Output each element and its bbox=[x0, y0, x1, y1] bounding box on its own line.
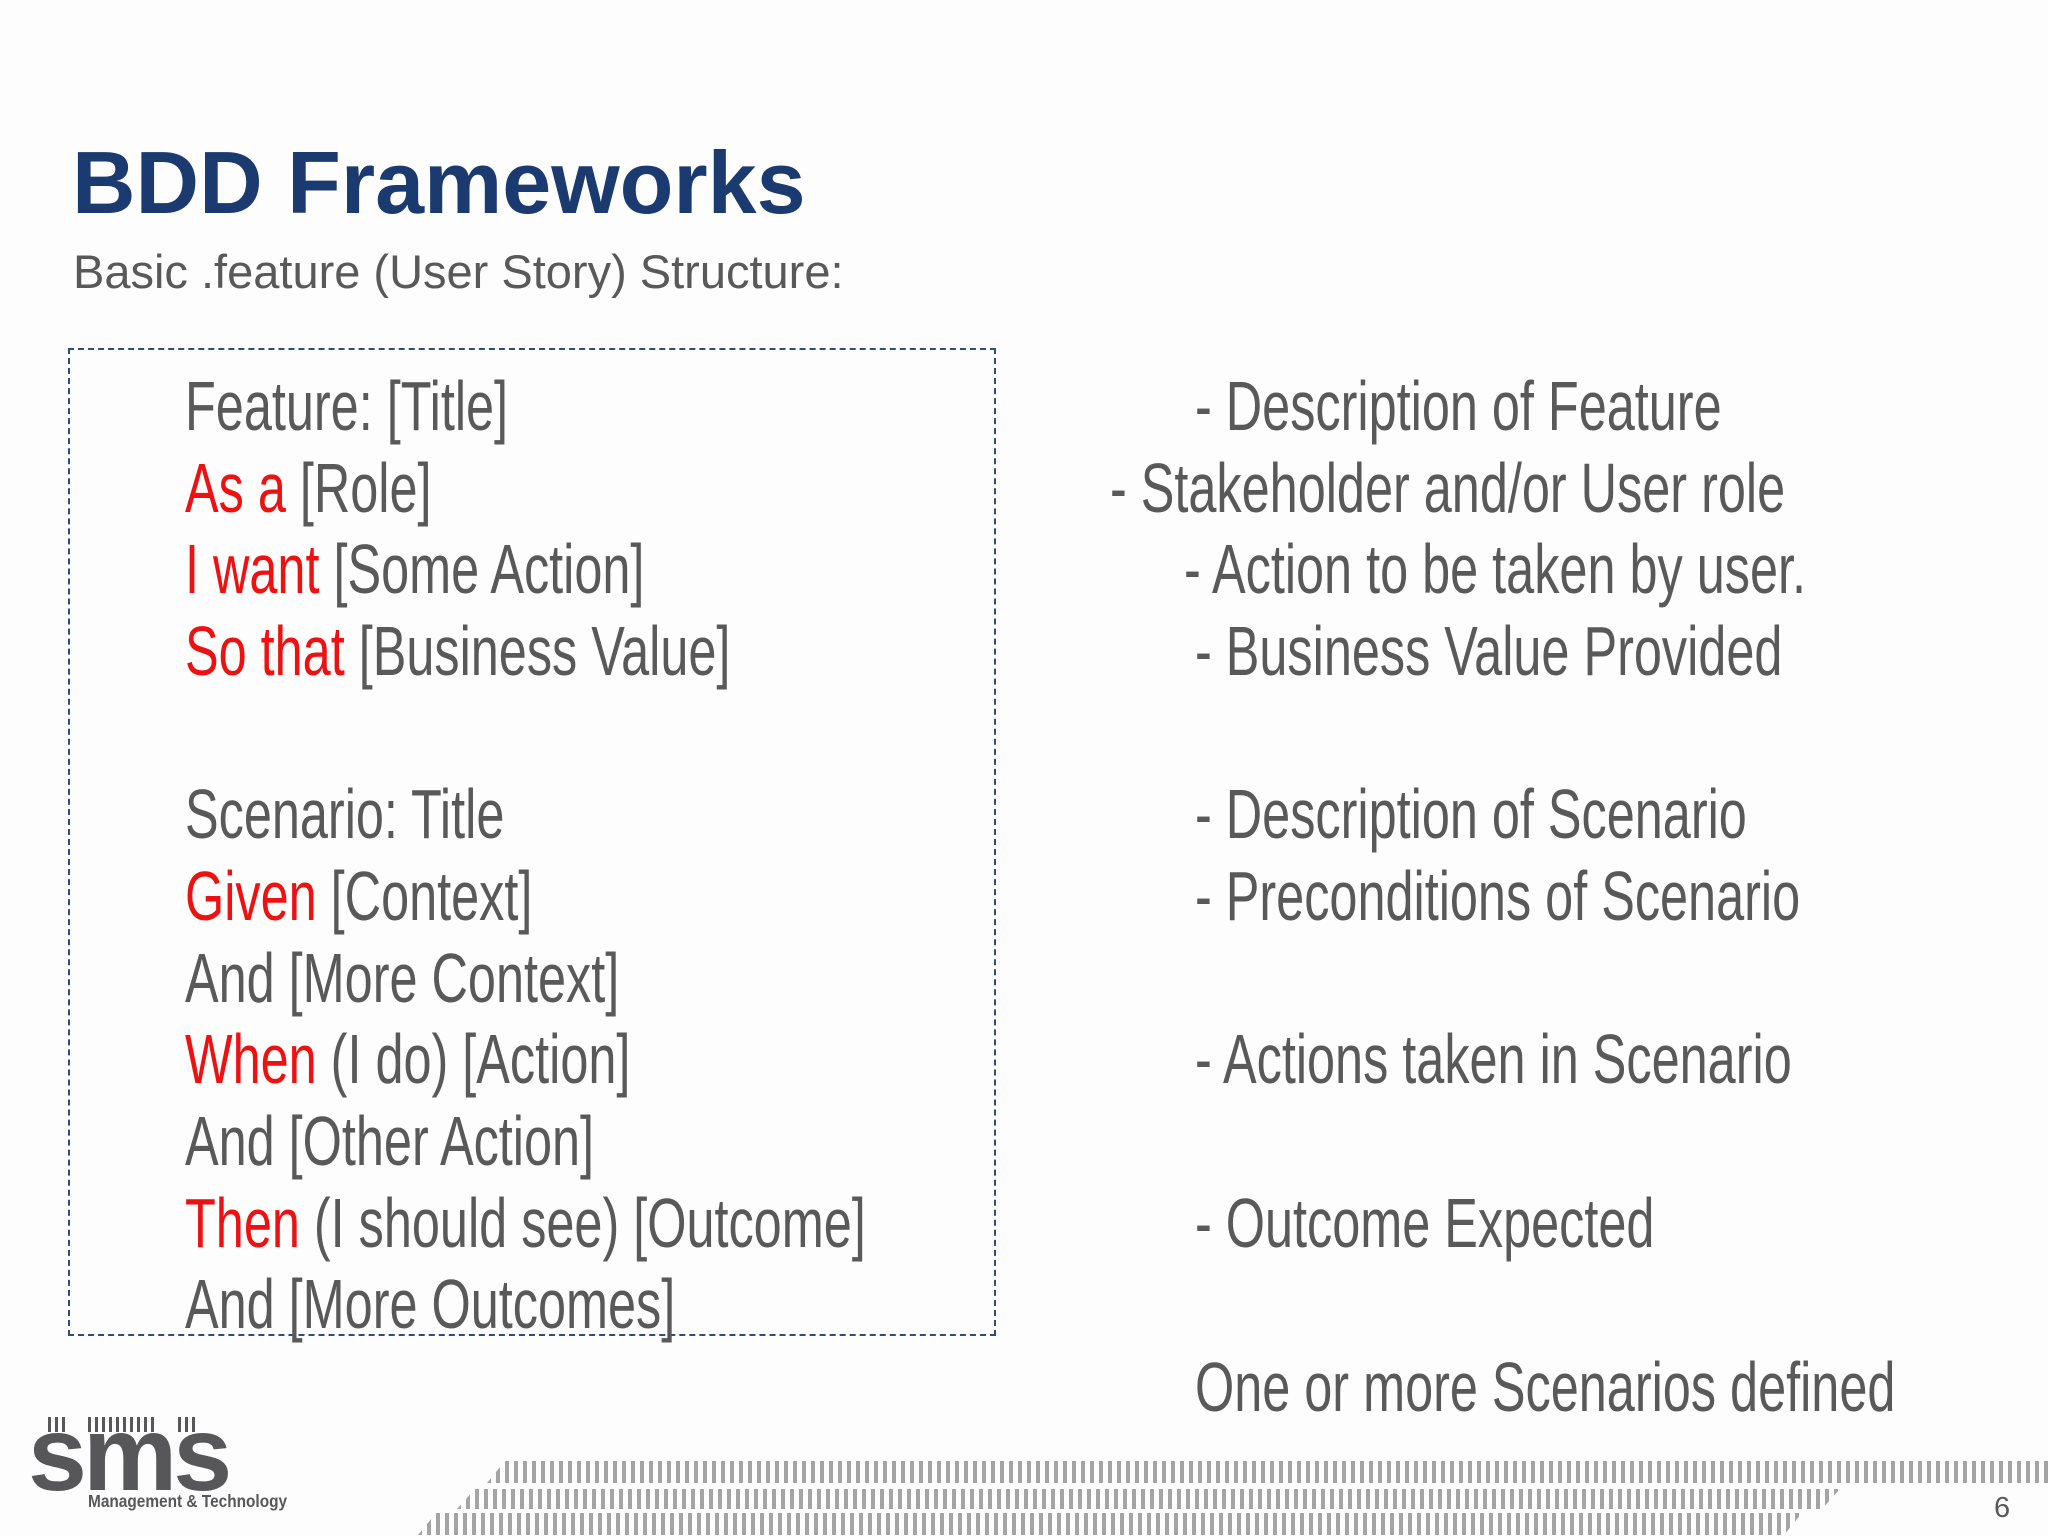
gherkin-line: Given [Context] bbox=[0, 856, 1195, 936]
gherkin-line: I want [Some Action] bbox=[0, 529, 1184, 609]
gherkin-keyword: Then bbox=[185, 1183, 300, 1262]
gherkin-line: So that [Business Value] bbox=[0, 611, 1195, 691]
gherkin-line-text: And [Other Action] bbox=[185, 1101, 594, 1181]
gherkin-keyword: As a bbox=[185, 448, 286, 527]
gherkin-line: When (I do) [Action] bbox=[0, 1019, 1195, 1099]
gherkin-placeholder: Scenario: Title bbox=[185, 775, 505, 854]
description-line: - Preconditions of Scenario bbox=[1195, 856, 2048, 936]
gherkin-placeholder: [Some Action] bbox=[319, 530, 645, 609]
slide-subtitle: Basic .feature (User Story) Structure: bbox=[73, 245, 844, 298]
gherkin-placeholder: Feature: [Title] bbox=[185, 366, 509, 445]
hatch-stripe-row-top bbox=[487, 1461, 2048, 1483]
gherkin-keyword: I want bbox=[185, 530, 320, 609]
structure-rows: Feature: [Title] - Description of Feature… bbox=[0, 365, 2048, 1345]
gherkin-placeholder: [Role] bbox=[285, 448, 432, 527]
gherkin-placeholder: [Business Value] bbox=[344, 611, 731, 690]
description-text: - Business Value Provided bbox=[1195, 611, 1783, 690]
gherkin-line: Then (I should see) [Outcome] bbox=[0, 1183, 1195, 1263]
structure-row: And [More Outcomes] bbox=[0, 1264, 2048, 1346]
gherkin-line: Feature: [Title] bbox=[0, 366, 1195, 446]
structure-row: Then (I should see) [Outcome] - Outcome E… bbox=[0, 1182, 2048, 1264]
structure-row: I want [Some Action] - Action to be taken… bbox=[0, 528, 2048, 610]
logo-tick-marks bbox=[178, 1417, 195, 1432]
gherkin-line-text: I want [Some Action] bbox=[185, 529, 644, 609]
description-text: - Preconditions of Scenario bbox=[1195, 856, 1801, 935]
structure-row: Scenario: Title - Description of Scenario bbox=[0, 773, 2048, 855]
gherkin-line: And [More Context] bbox=[0, 938, 1195, 1018]
structure-row bbox=[0, 692, 2048, 774]
logo-tick-marks bbox=[88, 1417, 157, 1432]
structure-row: Feature: [Title] - Description of Feature bbox=[0, 365, 2048, 447]
structure-row: As a [Role] - Stakeholder and/or User rol… bbox=[0, 447, 2048, 529]
structure-row: So that [Business Value] - Business Value… bbox=[0, 610, 2048, 692]
gherkin-line: Scenario: Title bbox=[0, 774, 1195, 854]
gherkin-line-text: And [More Context] bbox=[185, 938, 619, 1018]
description-text: - Description of Feature bbox=[1195, 366, 1722, 445]
gherkin-keyword: So that bbox=[185, 611, 345, 690]
gherkin-line-text: Then (I should see) [Outcome] bbox=[185, 1183, 866, 1263]
description-line: - Description of Feature bbox=[1195, 366, 2048, 446]
gherkin-placeholder: [Context] bbox=[316, 856, 533, 935]
slide-title: BDD Frameworks bbox=[72, 132, 806, 232]
gherkin-line-text: As a [Role] bbox=[185, 448, 432, 528]
logo-tick-marks bbox=[48, 1417, 66, 1432]
gherkin-placeholder: And [More Outcomes] bbox=[185, 1265, 676, 1344]
footer-note: One or more Scenarios defined bbox=[1195, 1348, 1896, 1426]
dashed-outline-box bbox=[68, 348, 996, 1336]
description-text: - Actions taken in Scenario bbox=[1195, 1020, 1792, 1099]
logo-tagline-text: Management & Technology bbox=[88, 1491, 288, 1511]
description-line: - Business Value Provided bbox=[1195, 611, 2048, 691]
gherkin-line-text: Given [Context] bbox=[185, 856, 532, 936]
structure-row: And [More Context] bbox=[0, 937, 2048, 1019]
gherkin-keyword: Given bbox=[185, 856, 317, 935]
description-line: - Stakeholder and/or User role bbox=[1110, 448, 2048, 528]
hatch-stripe-row-bottom bbox=[418, 1513, 1802, 1535]
gherkin-line: And [More Outcomes] bbox=[0, 1264, 1195, 1344]
gherkin-line-text: Scenario: Title bbox=[185, 774, 504, 854]
logo-wordmark: sms bbox=[28, 1395, 232, 1513]
structure-row: Given [Context] - Preconditions of Scenar… bbox=[0, 855, 2048, 937]
gherkin-placeholder: And [More Context] bbox=[185, 938, 620, 1017]
gherkin-line-text: Feature: [Title] bbox=[185, 366, 508, 446]
gherkin-line: As a [Role] bbox=[0, 448, 1110, 528]
structure-row: When (I do) [Action] - Actions taken in S… bbox=[0, 1019, 2048, 1101]
gherkin-placeholder: And [Other Action] bbox=[185, 1102, 595, 1181]
gherkin-line: And [Other Action] bbox=[0, 1101, 1195, 1181]
description-line: - Outcome Expected bbox=[1195, 1183, 2048, 1263]
description-text: - Stakeholder and/or User role bbox=[1110, 448, 1786, 527]
description-line: - Actions taken in Scenario bbox=[1195, 1019, 2048, 1099]
gherkin-line-text: And [More Outcomes] bbox=[185, 1264, 675, 1344]
description-text: - Action to be taken by user. bbox=[1184, 530, 1807, 609]
gherkin-line-text: So that [Business Value] bbox=[185, 611, 730, 691]
logo-tagline: Management & Technology bbox=[88, 1491, 314, 1512]
description-line: - Description of Scenario bbox=[1195, 774, 2048, 854]
description-line: - Action to be taken by user. bbox=[1184, 529, 2048, 609]
gherkin-placeholder: (I should see) [Outcome] bbox=[299, 1183, 866, 1262]
structure-row: And [Other Action] bbox=[0, 1100, 2048, 1182]
description-text: - Outcome Expected bbox=[1195, 1183, 1655, 1262]
page-number: 6 bbox=[1994, 1492, 2011, 1524]
footer-note-row: One or more Scenarios defined bbox=[1195, 1346, 2048, 1428]
gherkin-line-text: When (I do) [Action] bbox=[185, 1019, 630, 1099]
hatch-stripe-row-middle bbox=[457, 1489, 1840, 1509]
description-text: - Description of Scenario bbox=[1195, 775, 1747, 854]
gherkin-placeholder: (I do) [Action] bbox=[316, 1020, 631, 1099]
gherkin-keyword: When bbox=[185, 1020, 317, 1099]
